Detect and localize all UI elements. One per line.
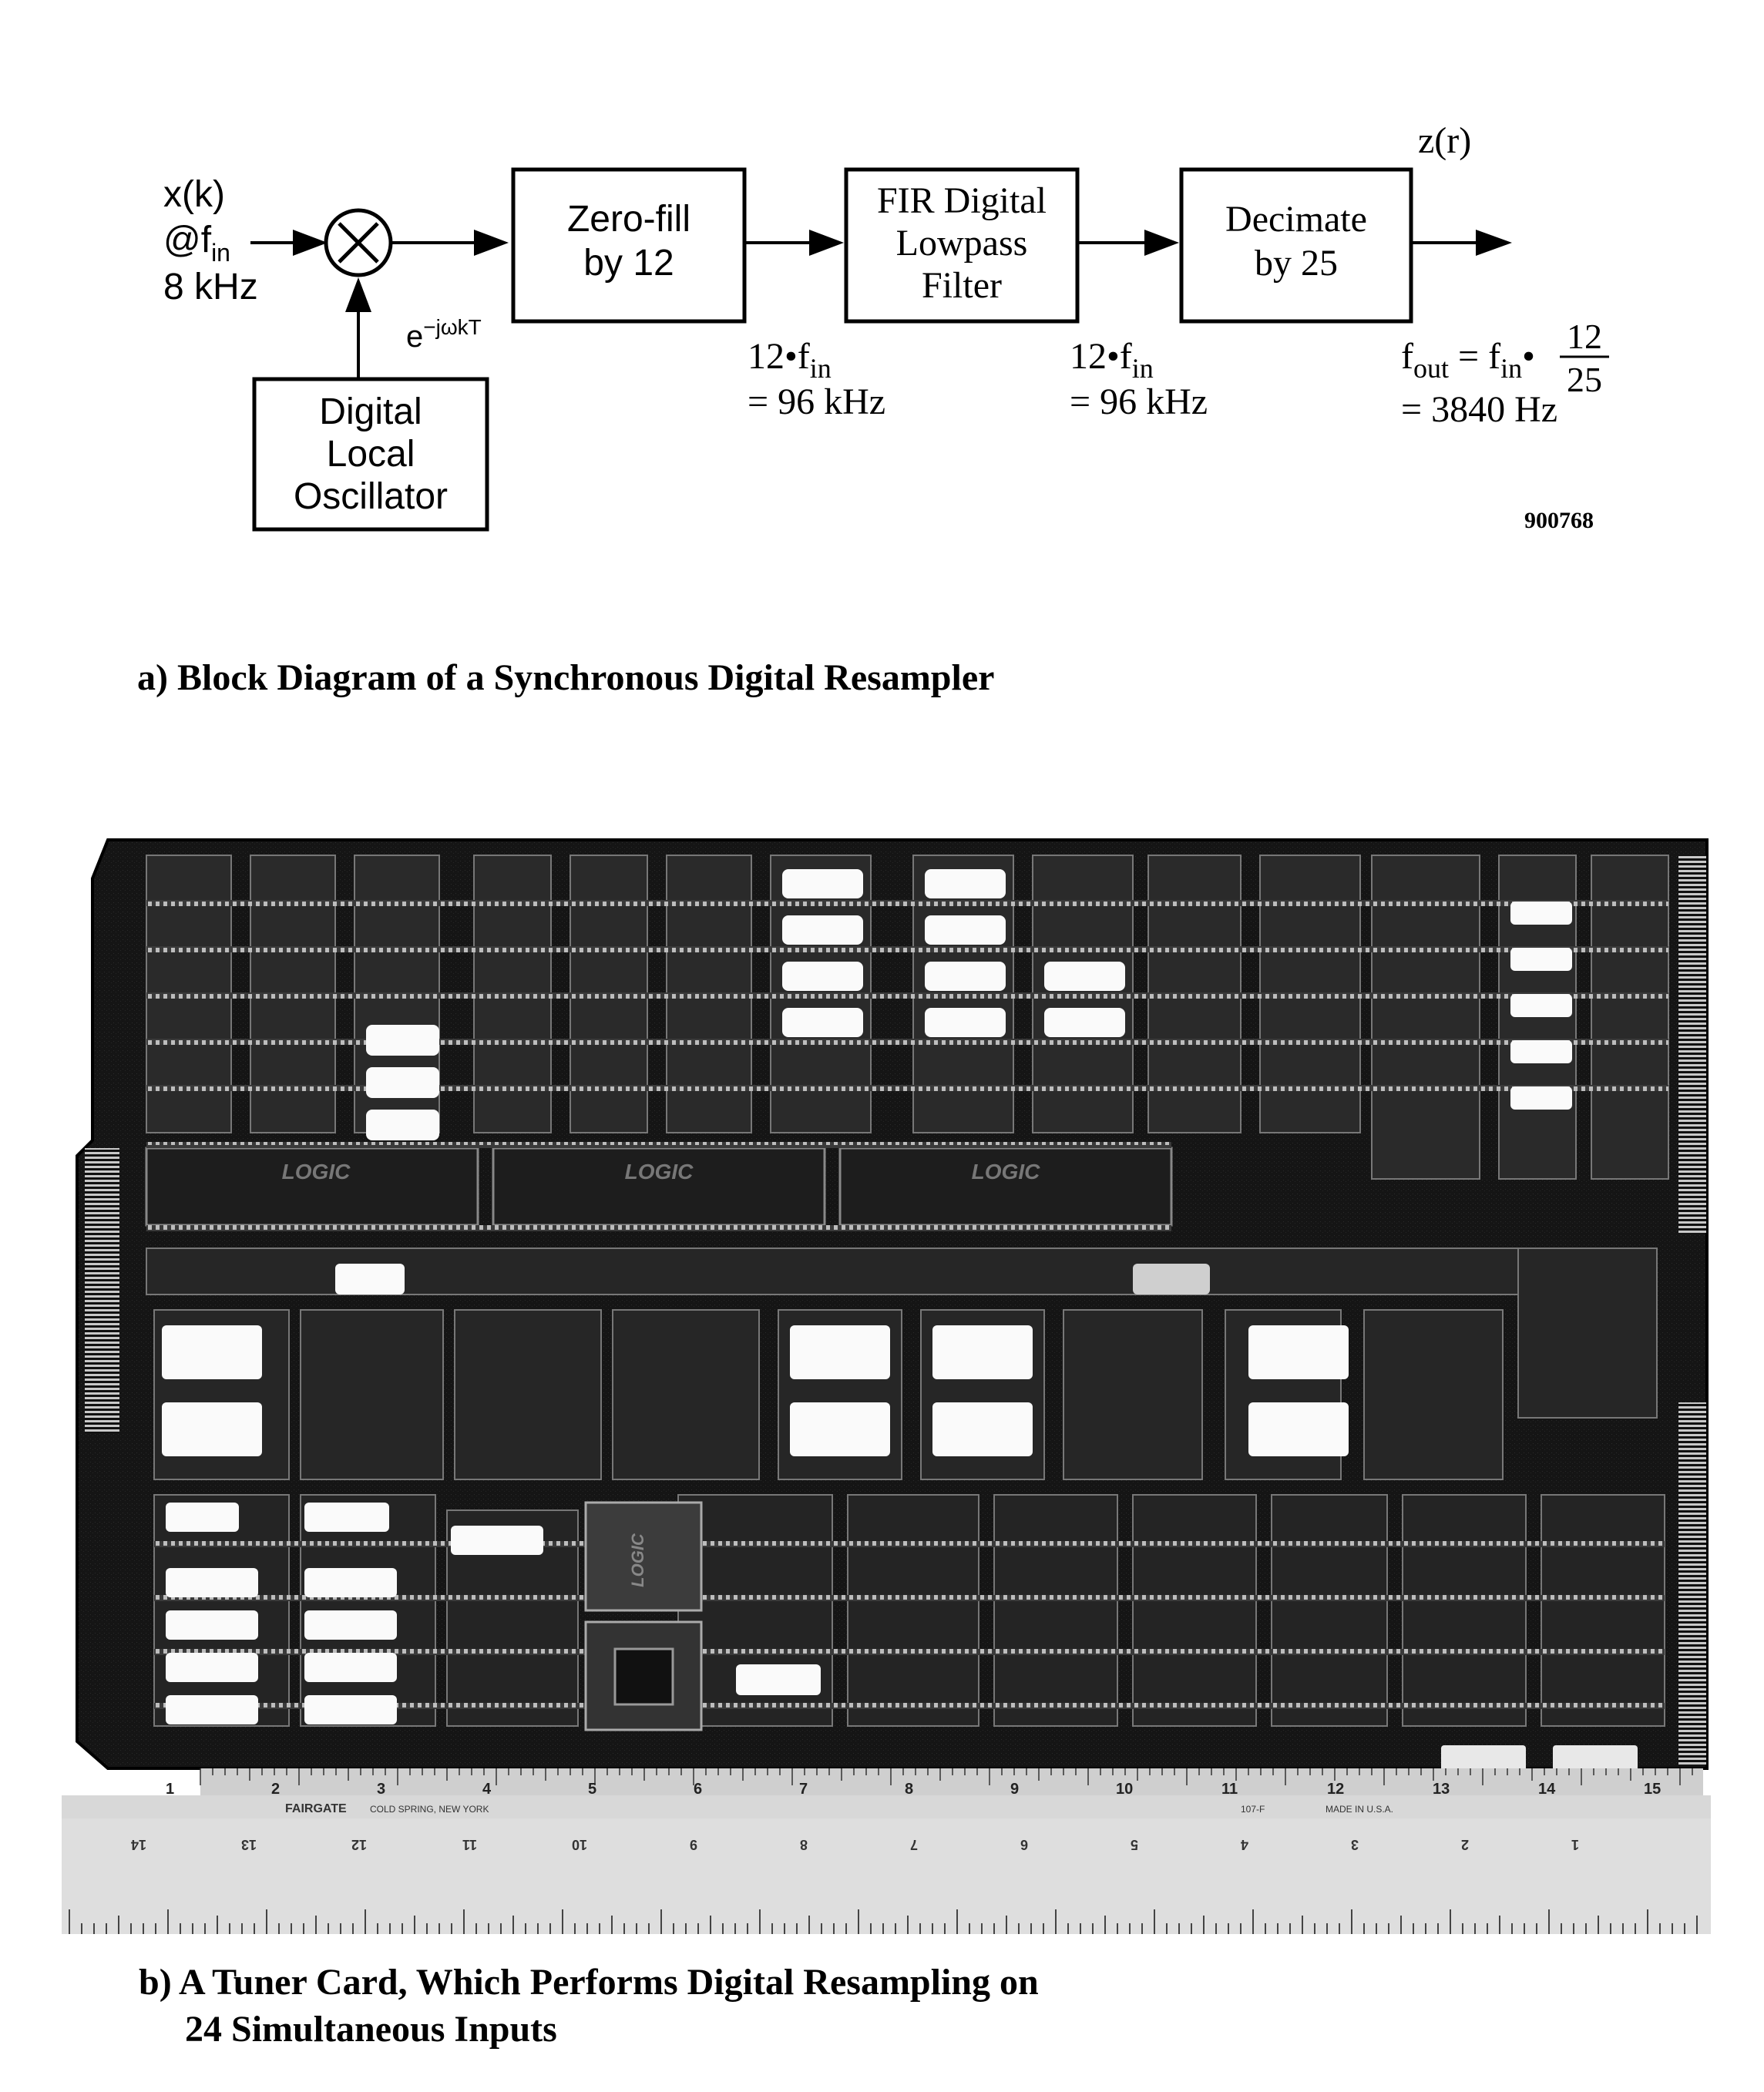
ruler-bottom-numbers: 14 13 12 11 10 9 8 7 6 5 4 3 2 1 (131, 1837, 1579, 1852)
mixer-multiplier-icon (324, 208, 393, 277)
ruler-bottom-number: 12 (351, 1837, 367, 1852)
ruler-top-number: 11 (1221, 1781, 1238, 1798)
logic-chip-label-1: LOGIC (282, 1160, 351, 1184)
ruler-bottom-number: 3 (1351, 1837, 1359, 1852)
zerofill-box (511, 167, 747, 324)
fout-formula: fout = fin• (1401, 336, 1535, 384)
ruler-top-number: 9 (1010, 1781, 1019, 1798)
ruler-bottom-number: 2 (1461, 1837, 1469, 1852)
rate1-line-1: 12•fin (748, 336, 832, 384)
ruler-top-number: 7 (799, 1781, 808, 1798)
logic-chip-label-3: LOGIC (972, 1160, 1040, 1184)
ruler-bottom-number: 7 (910, 1837, 918, 1852)
oscillator-line-1: Digital (319, 391, 422, 432)
ruler-bottom-number: 10 (572, 1837, 587, 1852)
ceramic-packages: LOGIC (584, 1501, 703, 1731)
chip-pin-rows-top (146, 900, 1668, 1091)
output-label: z(r) (1418, 120, 1471, 161)
oscillator-line-2: Local (327, 434, 415, 475)
ruler-top-number: 5 (588, 1781, 596, 1798)
eprom-labels-top (366, 869, 1572, 1140)
ruler-bottom-number: 14 (131, 1837, 146, 1852)
logic-chip-label-2: LOGIC (625, 1160, 694, 1184)
ruler-top-number: 13 (1433, 1781, 1450, 1798)
ruler-bottom-number: 9 (690, 1837, 697, 1852)
ruler-top-number: 3 (377, 1781, 385, 1798)
ruler-bottom-number: 8 (800, 1837, 808, 1852)
input-label-freq: 8 kHz (163, 267, 258, 307)
ruler-bottom-number: 1 (1571, 1837, 1579, 1852)
decimate-box (1179, 167, 1413, 324)
fir-line-3: Filter (922, 265, 1002, 306)
ruler-bottom-strip: 14 13 12 11 10 9 8 7 6 5 4 3 2 1 (62, 1818, 1711, 1934)
ruler-top-number: 4 (482, 1781, 492, 1798)
ruler-bottom-number: 5 (1131, 1837, 1138, 1852)
rate2-line-2: = 96 kHz (1070, 381, 1208, 422)
zerofill-line-1: Zero-fill (567, 199, 690, 240)
ruler: FAIRGATE COLD SPRING, NEW YORK 107-F MAD… (62, 1768, 1711, 1818)
lo-signal-label: e−jωkT (406, 315, 482, 354)
ruler-bottom-number: 4 (1241, 1837, 1248, 1852)
ruler-top-number: 6 (694, 1781, 702, 1798)
rate1-line-2: = 96 kHz (748, 381, 885, 422)
ruler-top-number: 8 (905, 1781, 913, 1798)
caption-a: a) Block Diagram of a Synchronous Digita… (137, 657, 995, 698)
fout-numerator: 12 (1567, 317, 1602, 356)
eprom-labels-bottom (166, 1503, 1638, 1784)
tuner-card-photo: LOGIC LOGIC LOGIC (62, 838, 1711, 1818)
ruler-town: COLD SPRING, NEW YORK (370, 1804, 489, 1815)
fout-denominator: 25 (1567, 360, 1602, 399)
zerofill-line-2: by 12 (583, 243, 674, 284)
figure-id: 900768 (1524, 508, 1594, 533)
ruler-bottom-ticks (69, 1909, 1698, 1934)
oscillator-box (252, 377, 489, 532)
ruler-model: 107-F (1241, 1804, 1265, 1815)
input-label-rate: @fin (163, 220, 230, 267)
ruler-bottom-number: 6 (1020, 1837, 1028, 1852)
ruler-top-number: 2 (271, 1781, 280, 1798)
fir-line-1: FIR Digital (877, 180, 1047, 221)
eprom-labels-middle (162, 1264, 1349, 1456)
ruler-top-number: 12 (1327, 1781, 1344, 1798)
fout-result: = 3840 Hz (1401, 389, 1557, 430)
caption-b-line-2: 24 Simultaneous Inputs (185, 2009, 557, 2050)
oscillator-arrowhead (345, 277, 371, 312)
ruler-bottom-number: 11 (462, 1837, 477, 1852)
ruler-bottom-number: 13 (241, 1837, 257, 1852)
output-arrowhead (1476, 230, 1512, 256)
decimate-line-1: Decimate (1225, 199, 1367, 240)
zerofill-arrowhead (809, 230, 844, 256)
fir-filter-box (844, 167, 1080, 324)
ruler-top-number: 1 (166, 1781, 174, 1798)
oscillator-line-3: Oscillator (294, 476, 448, 517)
mixer-arrowhead (474, 230, 509, 256)
ceramic-chip-label: LOGIC (628, 1533, 647, 1587)
ruler-top-number: 10 (1116, 1781, 1133, 1798)
fir-line-2: Lowpass (896, 223, 1028, 264)
input-arrowhead (293, 230, 328, 256)
input-label-signal: x(k) (163, 174, 225, 215)
logic-processor-chips: LOGIC LOGIC LOGIC (145, 1142, 1173, 1231)
ruler-ticks (200, 1768, 1693, 1785)
block-diagram: x(k) @fin 8 kHz e−jωkT Digital Local Osc… (163, 120, 1609, 533)
decimate-line-2: by 25 (1255, 243, 1338, 284)
caption-b-line-1: b) A Tuner Card, Which Performs Digital … (139, 1962, 1039, 2003)
ruler-made: MADE IN U.S.A. (1326, 1804, 1393, 1815)
ruler-top-number: 15 (1644, 1781, 1661, 1798)
ruler-brand: FAIRGATE (285, 1802, 347, 1815)
fir-arrowhead (1144, 230, 1179, 256)
rate2-line-1: 12•fin (1070, 336, 1154, 384)
chip-pin-rows-bottom (154, 1541, 1665, 1709)
ruler-top-number: 14 (1538, 1781, 1556, 1798)
